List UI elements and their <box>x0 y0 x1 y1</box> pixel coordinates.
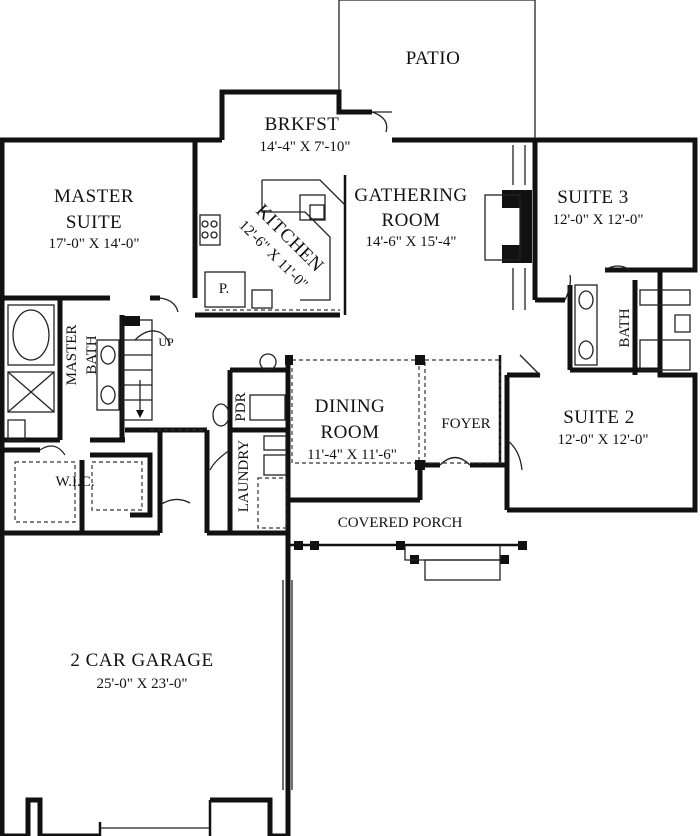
master-suite-dimensions: 17'-0" X 14'-0" <box>49 236 140 252</box>
gathering-room-label-1: GATHERING <box>354 185 467 206</box>
garage-dimensions: 25'-0" X 23'-0" <box>97 676 188 692</box>
door-swings <box>39 111 631 506</box>
master-bath-label-2: BATH <box>84 335 100 374</box>
master-sinks <box>96 339 120 411</box>
suite2-label: SUITE 2 <box>563 407 635 428</box>
gathering-room-label-2: ROOM <box>381 210 440 231</box>
breakfast-dimensions: 14'-4" X 7'-10" <box>260 139 351 155</box>
patio-area <box>338 0 536 140</box>
porch-columns <box>285 355 527 581</box>
patio-label: PATIO <box>406 48 461 69</box>
master-shower <box>7 371 55 413</box>
laundry-fixtures <box>263 435 287 476</box>
master-toilet <box>7 419 26 441</box>
powder-fixtures <box>212 353 286 427</box>
stairs-up-label: UP <box>158 335 174 349</box>
suite3-dimensions: 12'-0" X 12'-0" <box>553 212 644 228</box>
laundry-label: LAUNDRY <box>236 440 252 513</box>
powder-label: PDR <box>233 392 249 421</box>
wic-label: W.I.C. <box>55 474 94 490</box>
master-tub <box>7 304 55 366</box>
wic-closets <box>14 461 143 523</box>
kitchen-counters <box>199 179 346 309</box>
pantry-label: P. <box>219 281 229 297</box>
gathering-room-dimensions: 14'-6" X 15'-4" <box>366 234 457 250</box>
covered-porch-label: COVERED PORCH <box>338 515 463 531</box>
master-suite-label-1: MASTER <box>54 186 134 207</box>
soffit-lines <box>150 309 501 529</box>
fireplace <box>484 190 532 263</box>
dining-room-label-2: ROOM <box>320 422 379 443</box>
master-suite-label-2: SUITE <box>66 212 122 233</box>
master-bath-label-1: MASTER <box>64 325 80 386</box>
breakfast-label: BRKFST <box>265 114 340 135</box>
gathering-windows <box>512 145 526 310</box>
foyer-label: FOYER <box>441 416 490 432</box>
dining-room-label-1: DINING <box>315 396 386 417</box>
dining-room-dimensions: 11'-4" X 11'-6" <box>307 447 397 463</box>
suite3-label: SUITE 3 <box>557 187 629 208</box>
shared-bath-fixtures <box>574 284 691 371</box>
garage-bottom <box>98 580 293 836</box>
exterior-walls <box>0 89 698 836</box>
stairs <box>121 316 171 421</box>
suite2-dimensions: 12'-0" X 12'-0" <box>558 432 649 448</box>
bath-label: BATH <box>617 308 633 347</box>
garage-label: 2 CAR GARAGE <box>70 650 213 671</box>
